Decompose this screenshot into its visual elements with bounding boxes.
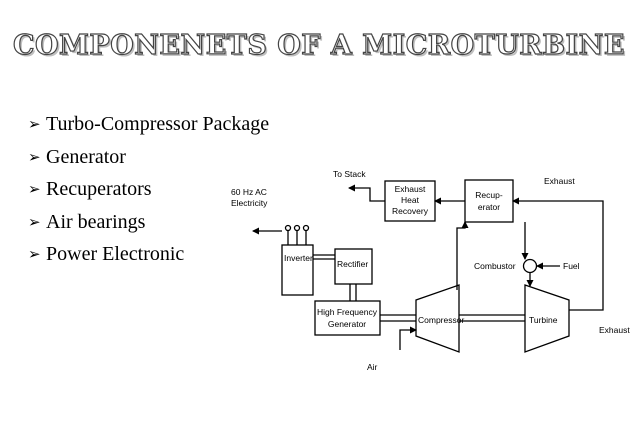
label-hfg-1: High Frequency: [317, 307, 378, 317]
high-frequency-generator-box: [314, 300, 381, 336]
label-air: Air: [367, 362, 378, 372]
slide-title: COMPONENETS OF A MICROTURBINE: [12, 29, 625, 61]
combustor-circle: [522, 258, 538, 274]
label-combustor: Combustor: [474, 261, 516, 271]
bullet-text: Turbo-Compressor Package: [46, 113, 270, 135]
label-exhaust-top: Exhaust: [544, 176, 575, 186]
label-recuperator-2: erator: [478, 202, 500, 212]
recuperator-box: [464, 179, 514, 223]
bullet-list: ➢ Turbo-Compressor Package ➢ Generator ➢ Re…: [28, 108, 269, 271]
bullet-item: ➢ Air bearings: [28, 206, 269, 239]
label-turbine: Turbine: [529, 315, 558, 325]
label-recuperator-1: Recup-: [475, 190, 503, 200]
bullet-text: Recuperators: [46, 178, 152, 200]
turbine-shape: [524, 284, 570, 353]
bullet-text: Air bearings: [46, 210, 146, 233]
label-fuel: Fuel: [563, 261, 580, 271]
bullet-arrow-icon: ➢: [28, 149, 41, 166]
bullet-text: Generator: [46, 145, 126, 168]
bullet-item: ➢ Recuperators: [28, 173, 269, 206]
bullet-item: ➢ Generator: [28, 141, 269, 174]
bullet-arrow-icon: ➢: [28, 117, 41, 133]
rectifier-box: [334, 248, 373, 285]
bullet-item: ➢ Power Electronic: [28, 238, 269, 271]
label-exhaust-heat-2: Heat: [401, 195, 420, 205]
label-exhaust-bottom: Exhaust: [599, 325, 630, 335]
bullet-text: Power Electronic: [46, 243, 185, 265]
label-hfg-2: Generator: [328, 319, 366, 329]
label-exhaust-heat-1: Exhaust: [395, 184, 426, 194]
compressor-shape: [415, 284, 460, 353]
bullet-arrow-icon: ➢: [28, 214, 41, 231]
bullet-arrow-icon: ➢: [28, 247, 41, 263]
label-to-stack: To Stack: [333, 169, 366, 179]
bullet-arrow-icon: ➢: [28, 182, 41, 198]
label-exhaust-heat-3: Recovery: [392, 206, 429, 216]
label-inverter: Inverter: [284, 253, 313, 263]
microturbine-diagram: To Stack 60 Hz AC Electricity Exhaust He…: [231, 169, 630, 372]
label-ac-line2: Electricity: [231, 198, 268, 208]
label-rectifier: Rectifier: [337, 259, 368, 269]
label-compressor: Compressor: [418, 315, 464, 325]
bullet-item: ➢ Turbo-Compressor Package: [28, 108, 269, 141]
label-ac-line1: 60 Hz AC: [231, 187, 267, 197]
